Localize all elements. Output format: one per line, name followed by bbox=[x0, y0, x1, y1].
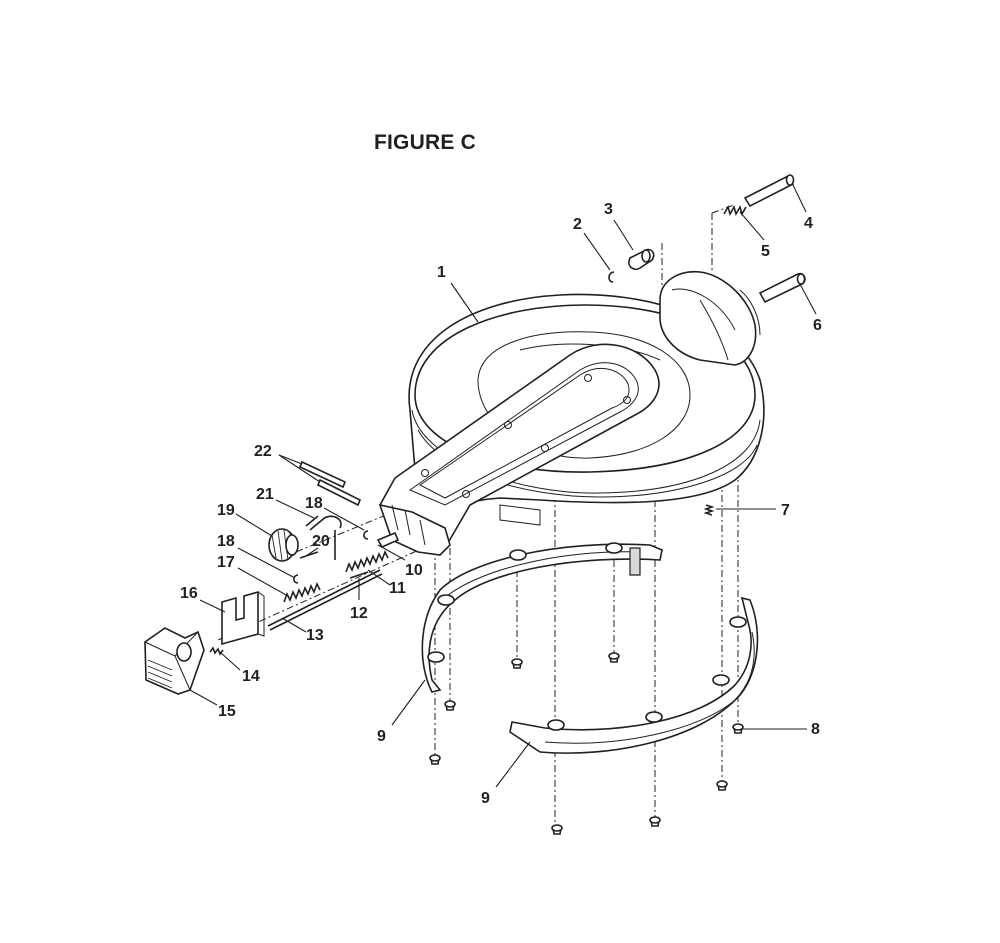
callout-11: 11 bbox=[389, 580, 406, 597]
spring-upper bbox=[723, 204, 747, 217]
callout-18-lower: 18 bbox=[217, 533, 235, 550]
callout-15: 15 bbox=[218, 703, 236, 720]
callout-10: 10 bbox=[405, 562, 423, 579]
upper-blade-guard bbox=[378, 271, 765, 556]
long-rod bbox=[267, 569, 383, 631]
callout-9-rear: 9 bbox=[377, 728, 386, 745]
figure-title: FIGURE C bbox=[374, 131, 476, 154]
guard-rail-front bbox=[509, 596, 759, 754]
springs-front bbox=[283, 550, 389, 603]
callout-19: 19 bbox=[217, 502, 235, 519]
lock-plate bbox=[221, 590, 265, 646]
callout-22: 22 bbox=[254, 443, 272, 460]
callout-18-upper: 18 bbox=[305, 495, 323, 512]
callout-12: 12 bbox=[350, 605, 368, 622]
pins bbox=[298, 460, 362, 507]
spring-small bbox=[703, 504, 715, 516]
callout-14: 14 bbox=[242, 668, 260, 685]
callout-3: 3 bbox=[604, 201, 613, 218]
short-rod bbox=[349, 571, 369, 579]
callout-1: 1 bbox=[437, 264, 446, 281]
small-pin bbox=[299, 551, 319, 559]
latch bbox=[628, 248, 655, 271]
callout-16: 16 bbox=[180, 585, 198, 602]
callout-4: 4 bbox=[804, 215, 813, 232]
knob bbox=[268, 528, 299, 562]
callout-7: 7 bbox=[781, 502, 790, 519]
callout-2: 2 bbox=[573, 216, 582, 233]
spring-tiny bbox=[209, 646, 224, 656]
callout-9-front: 9 bbox=[481, 790, 490, 807]
pivot-pin-upper bbox=[743, 174, 795, 208]
guard-rail-rear bbox=[421, 542, 663, 693]
callout-13: 13 bbox=[306, 627, 324, 644]
callout-21: 21 bbox=[256, 486, 274, 503]
e-clips bbox=[293, 530, 369, 584]
pivot-pin-lower bbox=[758, 272, 806, 304]
callout-6: 6 bbox=[813, 317, 822, 334]
callout-labels: 1 2 3 4 5 6 7 8 9 9 10 11 12 13 14 15 16… bbox=[180, 201, 822, 807]
callout-5: 5 bbox=[761, 243, 770, 260]
screws bbox=[429, 652, 744, 835]
callout-8: 8 bbox=[811, 721, 820, 738]
callout-20: 20 bbox=[312, 533, 330, 550]
callout-17: 17 bbox=[217, 554, 235, 571]
hook-wire bbox=[305, 515, 342, 560]
lock-bar bbox=[376, 531, 400, 549]
leader-lines bbox=[189, 184, 817, 788]
handle-cover bbox=[144, 627, 205, 695]
retaining-ring bbox=[608, 271, 615, 283]
